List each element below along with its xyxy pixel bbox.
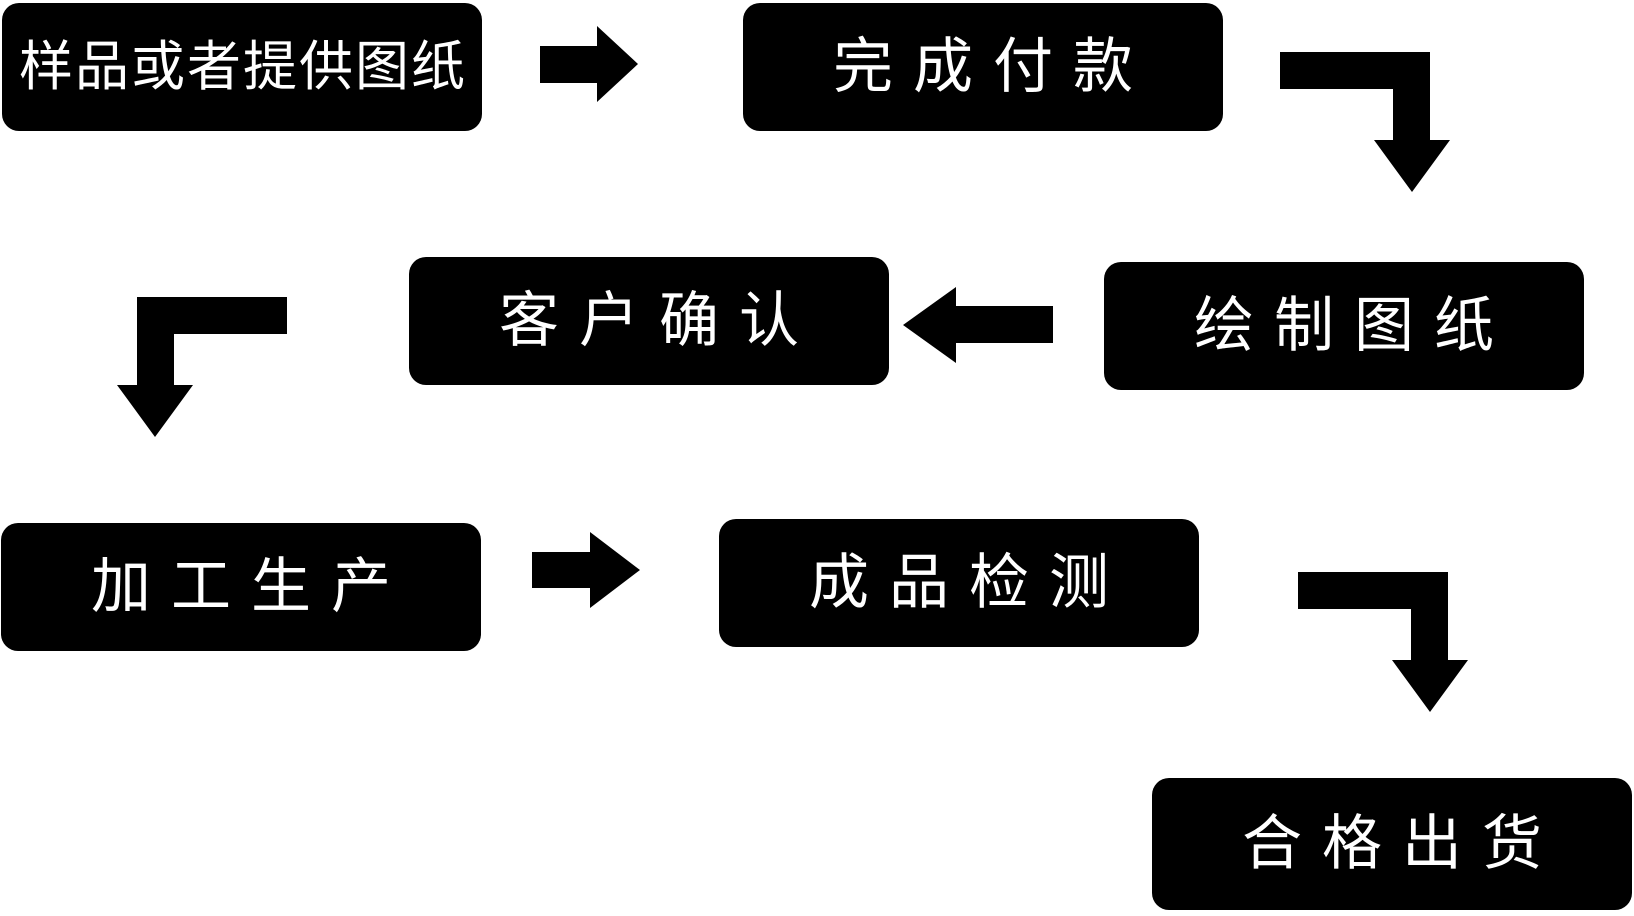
flow-node-label: 合格出货 (1242, 810, 1562, 877)
arrow-right-icon-sample-to-payment (540, 26, 638, 102)
flow-node-label: 绘制图纸 (1194, 292, 1514, 359)
flow-node-label: 客户确认 (499, 287, 819, 354)
flow-node-label: 加工生产 (91, 553, 411, 620)
elbow-arrow-down-icon-confirm-to-production (117, 297, 287, 437)
flow-node-complete-payment: 完成付款 (743, 3, 1223, 131)
flow-node-qualified-shipment: 合格出货 (1152, 778, 1632, 910)
flow-node-finished-product-inspection: 成品检测 (719, 519, 1199, 647)
arrow-right-icon-production-to-inspection (532, 532, 640, 608)
flow-node-customer-confirmation: 客户确认 (409, 257, 889, 385)
flow-node-processing-production: 加工生产 (1, 523, 481, 651)
elbow-arrow-down-icon-payment-to-drawing (1280, 52, 1450, 192)
flow-node-label: 完成付款 (833, 33, 1153, 100)
flow-node-label: 成品检测 (809, 549, 1129, 616)
flow-node-sample-or-drawing: 样品或者提供图纸 (2, 3, 482, 131)
elbow-arrow-down-icon-inspection-to-shipment (1298, 572, 1468, 712)
flow-node-draw-drawings: 绘制图纸 (1104, 262, 1584, 390)
flow-node-label: 样品或者提供图纸 (19, 37, 467, 97)
arrow-left-icon-drawing-to-confirm (903, 287, 1053, 363)
